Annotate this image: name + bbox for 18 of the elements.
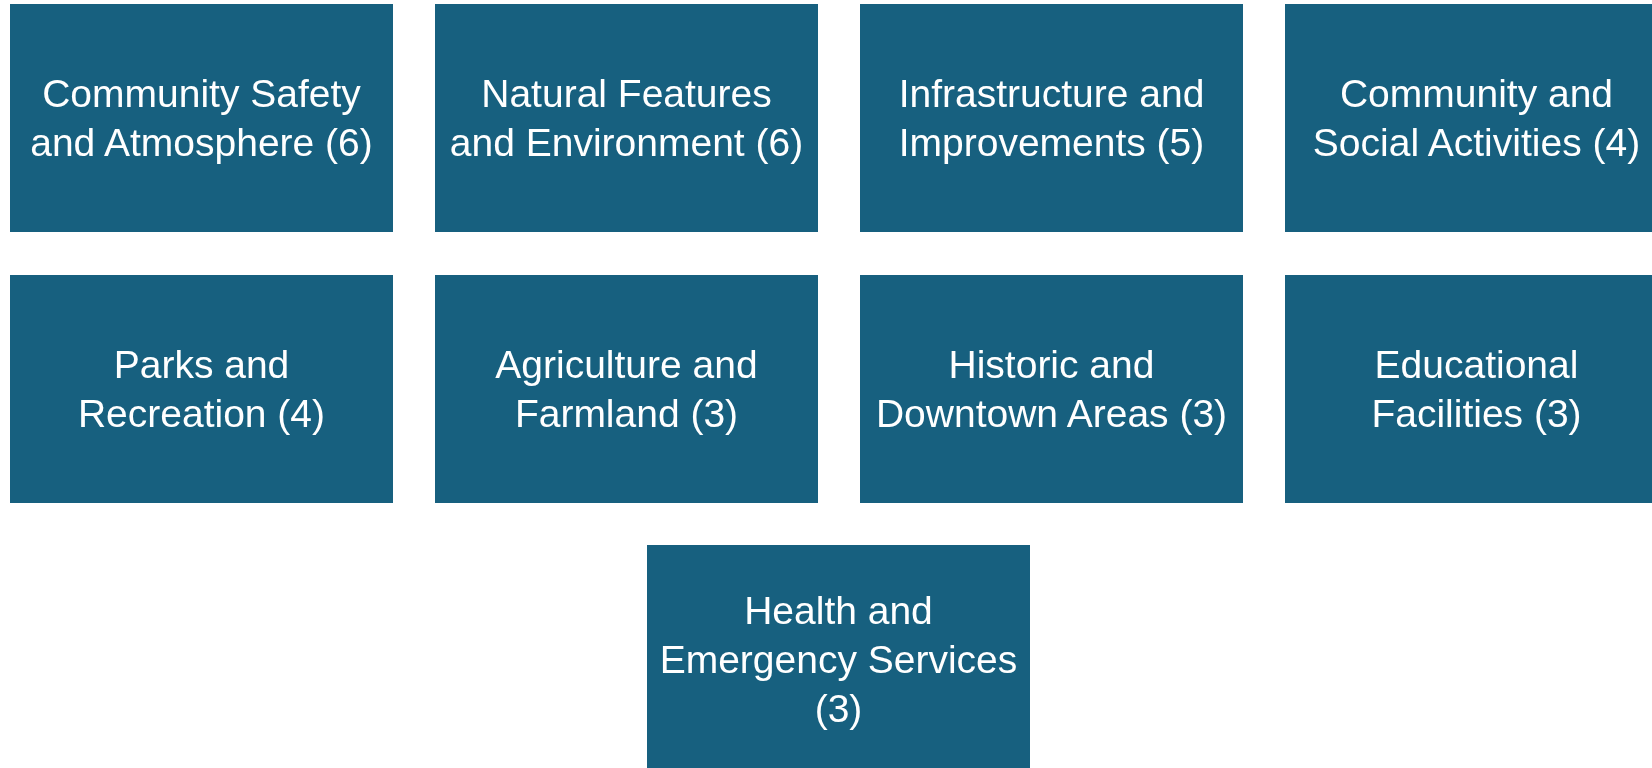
category-box [647,545,1030,768]
category-label: Health and Emergency Services (3) [659,587,1018,732]
category-label: Community Safety and Atmosphere (6) [29,71,374,166]
category-label: Infrastructure and Improvements (5) [897,71,1206,166]
category-label: Natural Features and Environment (6) [448,71,805,166]
category-box [1285,4,1652,232]
category-label: Educational Facilities (3) [1370,342,1583,437]
category-box [860,4,1243,232]
category-box [435,4,818,232]
category-box [1285,275,1652,503]
category-box [10,4,393,232]
category-label: Historic and Downtown Areas (3) [874,342,1229,437]
category-label: Parks and Recreation (4) [76,342,327,437]
category-label: Agriculture and Farmland (3) [494,342,759,437]
category-label: Community and Social Activities (4) [1311,71,1642,166]
category-box [435,275,818,503]
category-box [10,275,393,503]
category-box [860,275,1243,503]
